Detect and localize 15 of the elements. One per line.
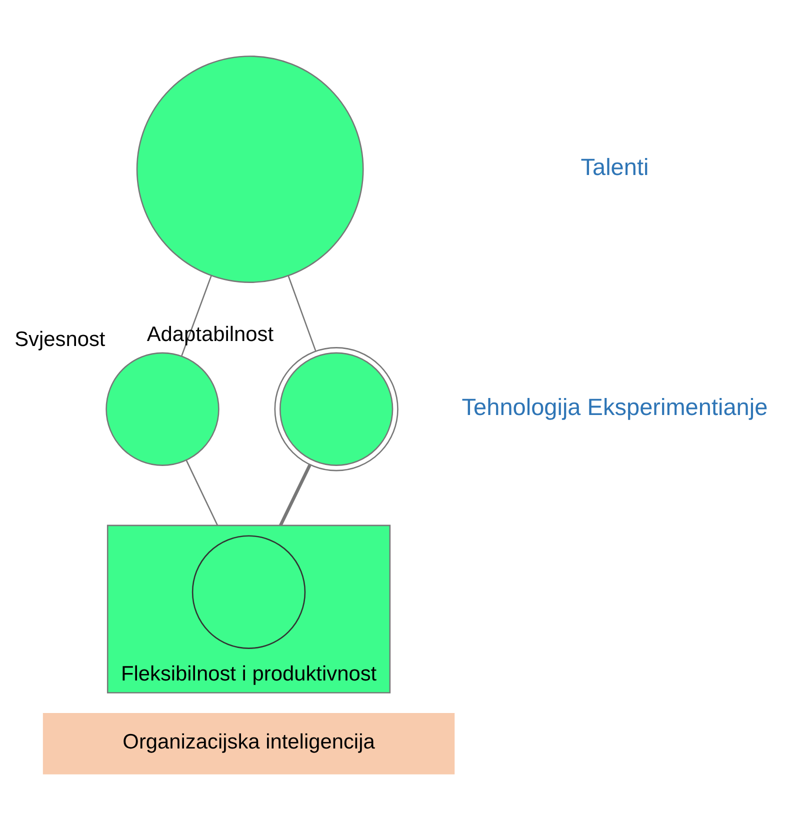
node-box: Organizacijska inteligencija [42,712,455,774]
node-circle [192,534,306,648]
connector [181,274,212,356]
cluster [106,524,391,693]
connector [288,275,316,351]
connector [186,459,218,526]
node-label: Fleksibilnost i produktivnost [120,662,377,686]
node-circle [106,352,220,466]
connector [279,464,312,526]
node-circle [136,55,364,282]
node-circle [274,346,398,471]
label: Tehnologija Eksperimentianje [462,393,768,420]
node-label: Svjesnost [14,328,106,351]
node-label: Adaptabilnost [146,322,274,346]
label: Talenti [580,154,649,180]
